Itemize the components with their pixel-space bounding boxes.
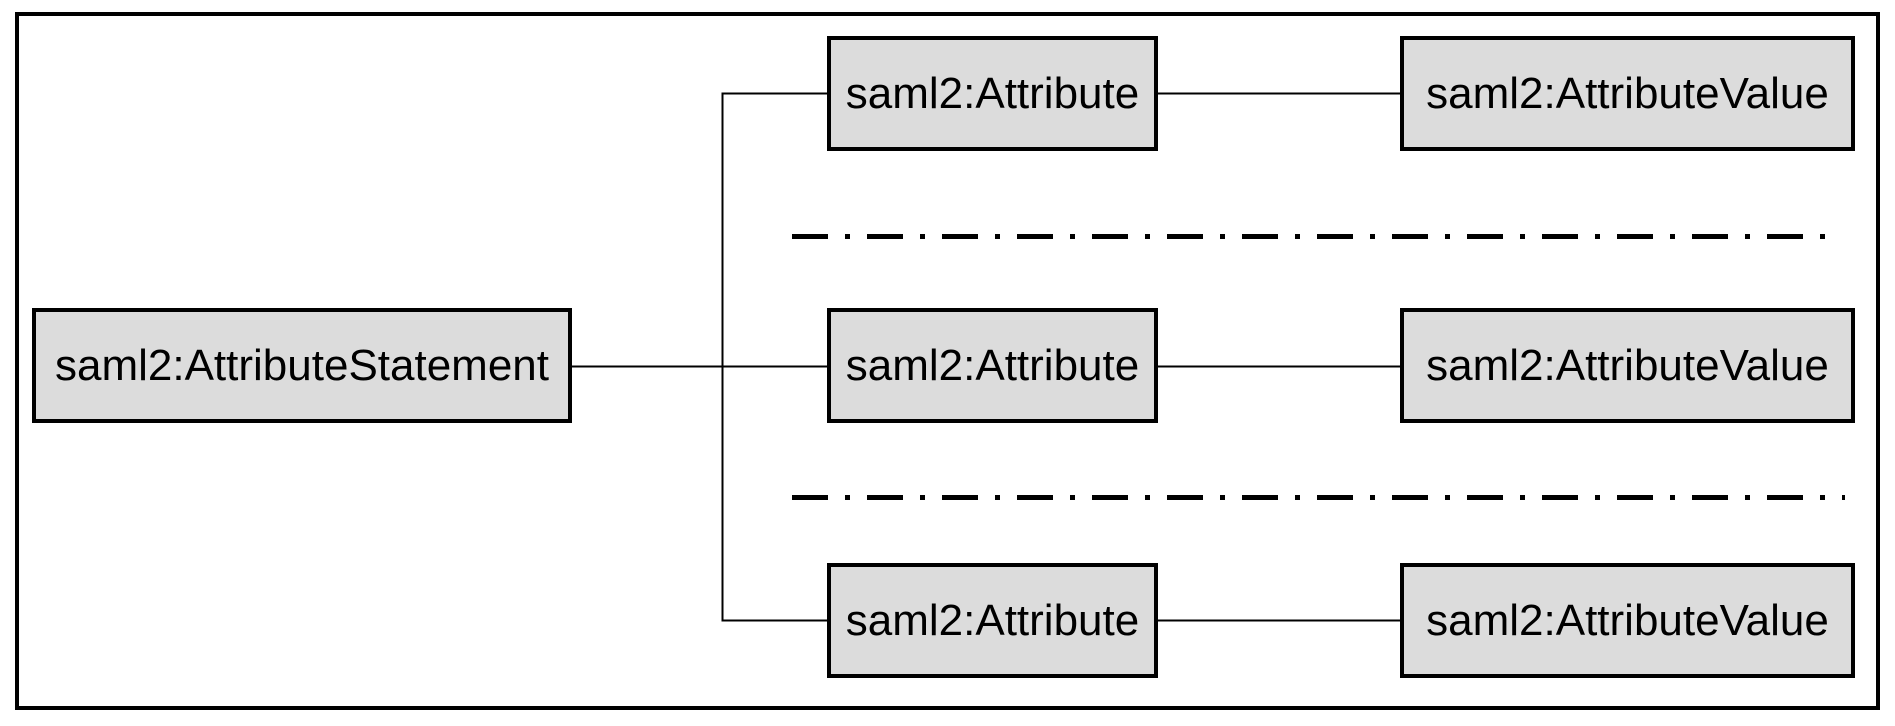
node-attribute-statement: saml2:AttributeStatement — [32, 308, 572, 423]
node-attribute-value-2: saml2:AttributeValue — [1400, 308, 1855, 423]
node-attribute-2: saml2:Attribute — [827, 308, 1158, 423]
node-attribute-value-1: saml2:AttributeValue — [1400, 36, 1855, 151]
node-attribute-1: saml2:Attribute — [827, 36, 1158, 151]
node-attribute-value-3: saml2:AttributeValue — [1400, 563, 1855, 678]
node-attribute-3: saml2:Attribute — [827, 563, 1158, 678]
diagram-frame — [15, 12, 1880, 710]
